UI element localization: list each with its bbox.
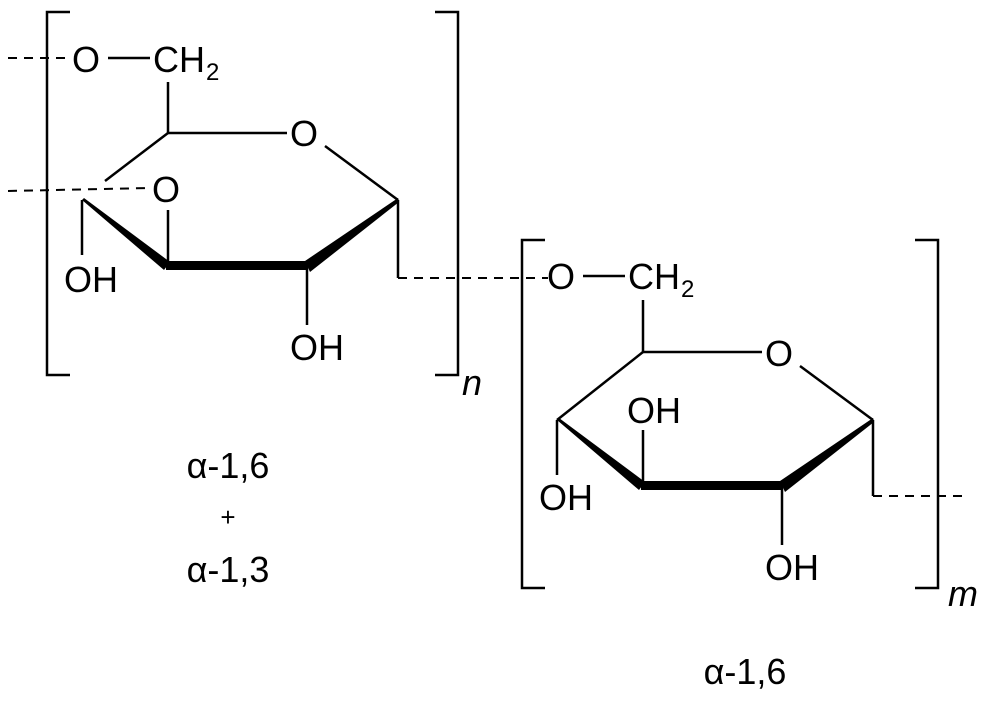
right-bracket-close — [915, 238, 940, 590]
right-repeat-unit: O CH 2 O OH OH OH m — [520, 238, 978, 614]
o6-atom: O — [72, 39, 100, 80]
ring-oxygen: O — [765, 333, 793, 374]
oh-c2: OH — [765, 547, 819, 588]
linkage-plus: + — [220, 502, 235, 532]
repeat-n: n — [462, 362, 482, 403]
linkage-label-1-3: α-1,3 — [187, 549, 270, 590]
ch2-atom: CH — [628, 256, 680, 297]
linkage-label-right: α-1,6 — [704, 651, 787, 692]
oh-c4: OH — [64, 259, 118, 300]
oh-c2: OH — [290, 327, 344, 368]
left-bracket-open — [45, 10, 70, 377]
o6-atom: O — [547, 256, 575, 297]
oh-c4: OH — [539, 477, 593, 518]
ch2-atom: CH — [153, 39, 205, 80]
svg-text:2: 2 — [206, 59, 219, 86]
svg-text:2: 2 — [681, 276, 694, 303]
o3-atom: O — [152, 169, 180, 210]
ring-oxygen: O — [290, 113, 318, 154]
left-repeat-unit: O CH 2 O O OH OH n — [7, 10, 548, 403]
linkage-label-1-6: α-1,6 — [187, 445, 270, 486]
repeat-m: m — [948, 573, 978, 614]
oh-c3: OH — [627, 390, 681, 431]
right-bracket-open — [520, 238, 545, 590]
left-bracket-close — [435, 10, 460, 377]
